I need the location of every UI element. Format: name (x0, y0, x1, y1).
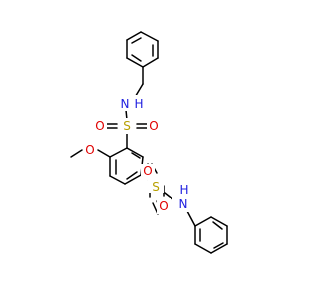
atom-s-top: S (123, 119, 131, 133)
atom-h-bottom: H (179, 183, 188, 197)
bond (109, 147, 128, 158)
bond (97, 149, 111, 158)
atom-bg (172, 196, 194, 212)
atom-bg (157, 198, 171, 214)
bond (213, 242, 224, 249)
bond (126, 147, 144, 158)
bond (131, 152, 141, 159)
atom-o-bottom-left: O (143, 164, 152, 178)
bond (131, 54, 142, 62)
atom-bg (147, 118, 161, 134)
atom-bg (83, 142, 97, 158)
atom-n-bottom: N (179, 197, 188, 211)
atom-o-methoxy: O (85, 143, 94, 157)
bond (126, 171, 138, 180)
bond (131, 37, 142, 44)
bonds (70, 31, 228, 254)
bond (194, 216, 212, 227)
atom-bg (141, 164, 155, 180)
bond (126, 57, 144, 68)
atom-bg (148, 177, 164, 193)
atom-n-top: N (121, 97, 130, 111)
bond (124, 174, 142, 185)
bond (109, 175, 126, 185)
bond (212, 221, 223, 230)
bond (194, 243, 212, 254)
atom-h-top: H (134, 97, 143, 111)
molecule-diagram: N H S O O O S O O N H (70, 31, 228, 254)
bond (126, 31, 142, 41)
bond (140, 31, 159, 42)
bond (70, 149, 83, 158)
atom-bg (93, 118, 107, 134)
atom-o-bottom-right: O (159, 199, 168, 213)
bond (210, 243, 228, 254)
bond (210, 216, 228, 227)
atom-bg (118, 118, 136, 134)
bond (186, 210, 196, 227)
atom-bg (119, 95, 147, 111)
atom-s-bottom: S (152, 180, 160, 194)
bond (142, 57, 159, 68)
atom-labels: N H S O O O S O O N H (83, 95, 194, 214)
atom-o-top-right: O (149, 119, 158, 133)
atom-o-top-left: O (95, 119, 104, 133)
